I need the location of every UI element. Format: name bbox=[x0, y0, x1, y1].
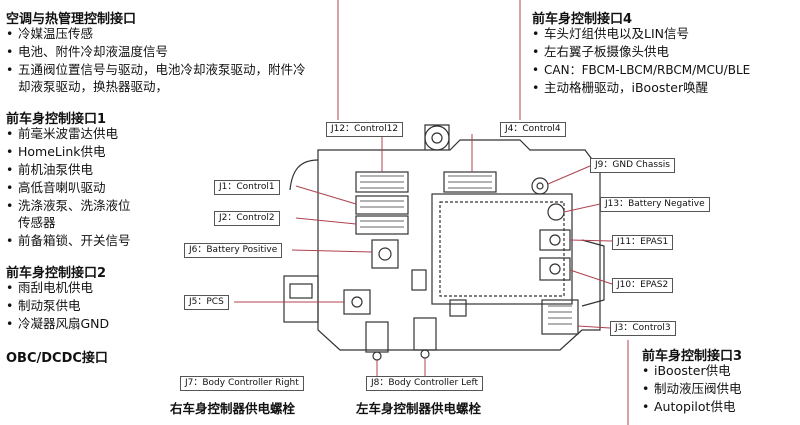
j3-connector-shape bbox=[541, 299, 579, 335]
j11-connector-shape bbox=[539, 229, 571, 251]
label-j6: J6：Battery Positive bbox=[184, 243, 283, 258]
list-item-continuation: 传感器 bbox=[18, 215, 56, 230]
callout-j11 bbox=[569, 239, 613, 242]
label-j12: J12：Control12 bbox=[326, 122, 404, 137]
list-item: •前备箱锁、开关信号 bbox=[6, 233, 131, 248]
list-item: •制动液压阀供电 bbox=[642, 381, 742, 396]
j4-pins bbox=[448, 175, 492, 189]
label-j13: J13：Battery Negative bbox=[600, 197, 710, 212]
j6-connector-shape bbox=[371, 239, 399, 269]
label-j3: J3：Control3 bbox=[610, 321, 676, 336]
j9-ground-terminal bbox=[531, 177, 549, 195]
mount-ring bbox=[424, 125, 450, 151]
label-j7: J7：Body Controller Right bbox=[180, 376, 304, 391]
j7-bolt bbox=[372, 351, 382, 361]
group-thermal-title: 空调与热管理控制接口 bbox=[6, 12, 137, 27]
callout-j10 bbox=[569, 269, 613, 285]
caption-right-bolt: 右车身控制器供电螺栓 bbox=[170, 401, 296, 416]
list-item: •左右翼子板摄像头供电 bbox=[532, 44, 670, 59]
j11-terminal bbox=[549, 234, 561, 246]
left-plug-socket bbox=[289, 283, 313, 299]
j3-pins bbox=[548, 305, 572, 325]
pcb-inner bbox=[439, 201, 565, 297]
label-j5: J5：PCS bbox=[184, 295, 229, 310]
list-item: •主动格栅驱动，iBooster唤醒 bbox=[532, 80, 709, 95]
callout-lines bbox=[234, 0, 629, 425]
j6-terminal bbox=[378, 247, 392, 261]
j13-terminal bbox=[547, 203, 565, 221]
callout-j1 bbox=[295, 185, 357, 205]
j8-bolt-housing bbox=[413, 317, 437, 351]
list-item-continuation: 却液泵驱动，换热器驱动， bbox=[18, 79, 169, 94]
j4-connector-shape bbox=[443, 171, 497, 193]
j9-ground-hole bbox=[536, 182, 544, 190]
mount-bracket bbox=[424, 124, 450, 150]
callout-j2 bbox=[295, 217, 357, 225]
list-item: •冷凝器风扇GND bbox=[6, 316, 110, 331]
j12-pins bbox=[360, 175, 404, 189]
list-item: •前毫米波雷达供电 bbox=[6, 126, 119, 141]
label-j9: J9：GND Chassis bbox=[590, 158, 675, 173]
list-item: •高低音喇叭驱动 bbox=[6, 180, 106, 195]
internal-component bbox=[449, 299, 467, 317]
j1-pins bbox=[360, 200, 404, 208]
pcb-cover bbox=[431, 193, 573, 305]
list-item: •车头灯组供电以及LIN信号 bbox=[532, 26, 690, 41]
caption-left-bolt: 左车身控制器供电螺栓 bbox=[356, 401, 482, 416]
list-item: •电池、附件冷却液温度信号 bbox=[6, 44, 169, 59]
group-front-body-1-title: 前车身控制接口1 bbox=[6, 112, 107, 127]
list-item: •iBooster供电 bbox=[642, 363, 731, 378]
label-j2: J2：Control2 bbox=[214, 211, 280, 226]
j1-connector-shape bbox=[355, 195, 409, 215]
j2-connector-shape bbox=[355, 215, 409, 235]
group-obc-dcdc-title: OBC/DCDC接口 bbox=[6, 351, 108, 366]
callout-j3 bbox=[577, 325, 611, 329]
j10-connector-shape bbox=[539, 257, 571, 281]
callout-j9 bbox=[547, 165, 591, 185]
list-item: •CAN：FBCM-LBCM/RBCM/MCU/BLE bbox=[532, 63, 751, 77]
label-j4: J4：Control4 bbox=[500, 122, 566, 137]
internal-component bbox=[411, 269, 427, 291]
board-outline bbox=[283, 124, 605, 361]
label-j1: J1：Control1 bbox=[214, 180, 280, 195]
list-item: •冷媒温压传感 bbox=[6, 26, 94, 41]
list-item: •前机油泵供电 bbox=[6, 162, 94, 177]
label-j8: J8：Body Controller Left bbox=[366, 376, 484, 391]
j5-connector-shape bbox=[343, 289, 371, 315]
j5-terminal bbox=[351, 296, 363, 308]
callout-j13 bbox=[563, 203, 601, 213]
cable-curve bbox=[289, 159, 319, 191]
left-plug-housing bbox=[283, 275, 319, 323]
label-j11: J11：EPAS1 bbox=[612, 235, 674, 250]
j2-pins bbox=[360, 220, 404, 228]
label-j10: J10：EPAS2 bbox=[612, 278, 674, 293]
callout-j6 bbox=[291, 249, 373, 253]
list-item: •制动泵供电 bbox=[6, 298, 81, 313]
list-item: •五通阀位置信号与驱动，电池冷却液泵驱动，附件冷 bbox=[6, 62, 306, 77]
group-front-body-4-title: 前车身控制接口4 bbox=[532, 12, 633, 27]
list-item: •HomeLink供电 bbox=[6, 144, 106, 159]
list-item: •Autopilot供电 bbox=[642, 399, 736, 414]
j8-bolt bbox=[420, 349, 430, 359]
mount-ring-hole bbox=[431, 132, 443, 144]
j7-bolt-housing bbox=[365, 321, 389, 353]
group-front-body-2-title: 前车身控制接口2 bbox=[6, 266, 107, 281]
list-item: •雨刮电机供电 bbox=[6, 280, 94, 295]
j10-terminal bbox=[549, 263, 561, 275]
list-item: •洗涤液泵、洗涤液位 bbox=[6, 198, 131, 213]
group-front-body-3-title: 前车身控制接口3 bbox=[642, 349, 743, 364]
right-bracket bbox=[581, 239, 605, 307]
